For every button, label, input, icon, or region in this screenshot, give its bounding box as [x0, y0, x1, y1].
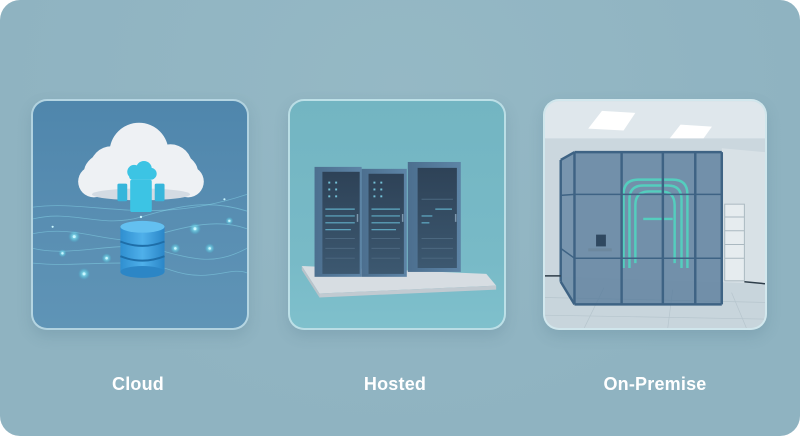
cloud-option-card[interactable] — [31, 99, 249, 330]
cloud-database-icon — [33, 122, 247, 280]
server-racks-icon — [301, 161, 497, 298]
on-premise-option-card[interactable] — [543, 99, 767, 330]
on-premise-option-label[interactable]: On-Premise — [603, 374, 707, 394]
cloud-option-label[interactable]: Cloud — [112, 374, 164, 394]
hosted-option-label[interactable]: Hosted — [363, 374, 427, 394]
hosted-option-card[interactable] — [288, 99, 506, 330]
server-room-icon — [545, 101, 765, 328]
